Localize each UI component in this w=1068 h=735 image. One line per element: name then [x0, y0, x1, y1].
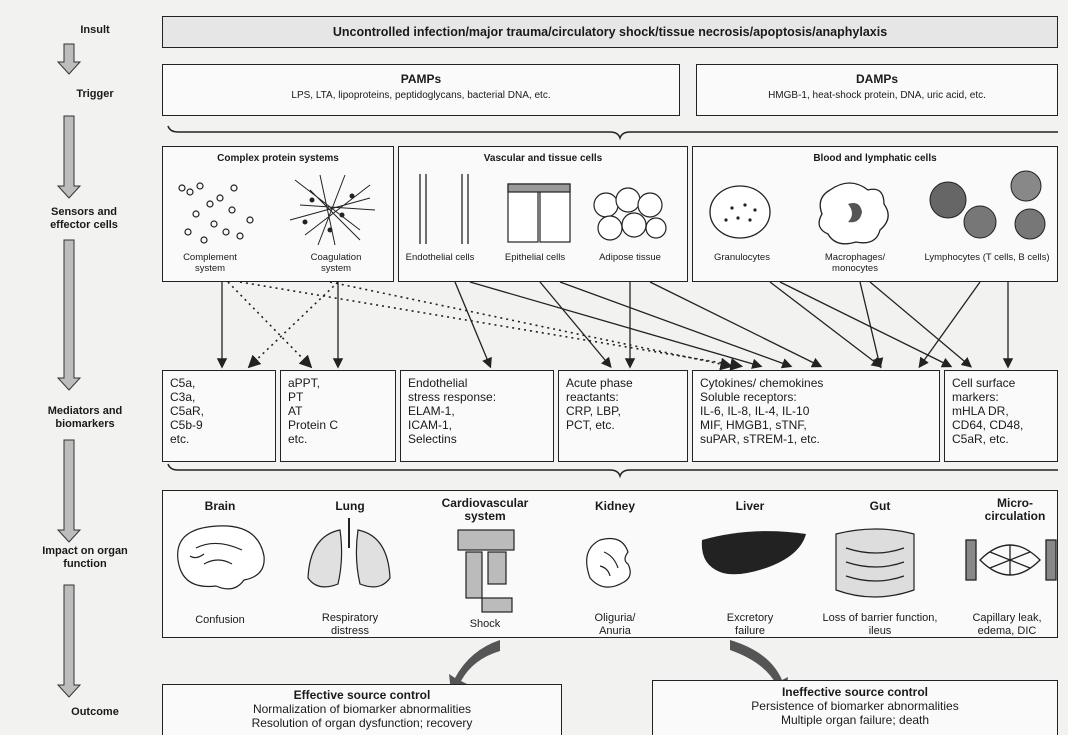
organ-caption-liver: Excretory failure: [715, 612, 785, 638]
liver-icon: [702, 531, 806, 574]
organ-title-cardiovascular: Cardiovascular system: [430, 497, 540, 523]
outcome-effective-line1: Normalization of biomarker abnormalities: [163, 702, 561, 716]
organ-title-gut: Gut: [840, 500, 920, 513]
kidney-icon: [587, 539, 631, 588]
organ-caption-kidney: Oliguria/ Anuria: [580, 612, 650, 638]
organ-caption-brain: Confusion: [175, 614, 265, 627]
organ-title-microcirculation: Micro-circulation: [975, 497, 1055, 523]
organ-caption-gut: Loss of barrier function, ileus: [820, 612, 940, 638]
outcome-effective-line2: Resolution of organ dysfunction; recover…: [163, 716, 561, 730]
cardiovascular-icon: [458, 530, 514, 612]
organ-caption-cardiovascular: Shock: [445, 618, 525, 631]
organ-title-brain: Brain: [180, 500, 260, 513]
organ-title-liver: Liver: [710, 500, 790, 513]
organ-caption-microcirculation: Capillary leak, edema, DIC: [955, 612, 1059, 638]
microcirculation-icon: [966, 540, 1056, 580]
outcome-effective-title: Effective source control: [163, 688, 561, 702]
lung-icon: [308, 518, 390, 587]
organ-title-kidney: Kidney: [575, 500, 655, 513]
outcome-ineffective-line2: Multiple organ failure; death: [653, 713, 1057, 727]
outcome-effective-box: Effective source control Normalization o…: [162, 684, 562, 735]
organ-caption-lung: Respiratory distress: [305, 612, 395, 638]
organ-title-lung: Lung: [310, 500, 390, 513]
outcome-ineffective-box: Ineffective source control Persistence o…: [652, 680, 1058, 735]
brain-icon: [178, 526, 264, 589]
gut-icon: [836, 529, 914, 597]
outcome-ineffective-line1: Persistence of biomarker abnormalities: [653, 699, 1057, 713]
outcome-ineffective-title: Ineffective source control: [653, 685, 1057, 699]
